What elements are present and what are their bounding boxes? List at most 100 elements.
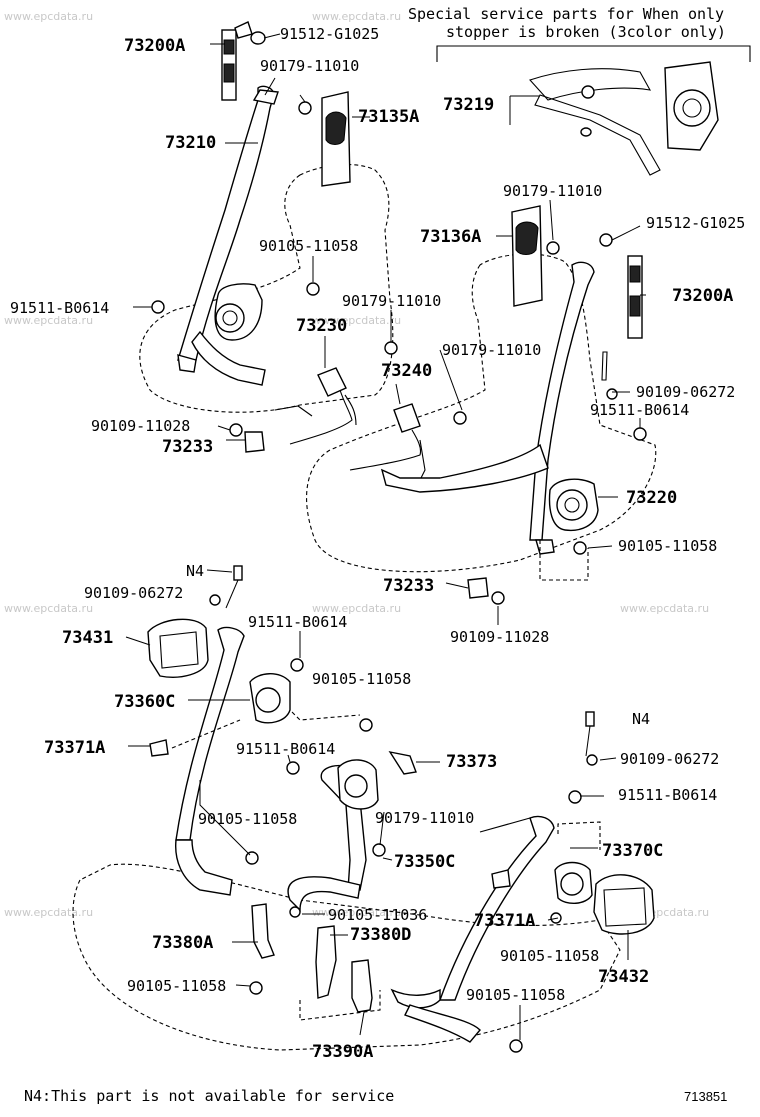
part-label: 73233: [162, 437, 213, 457]
buckle-73380D: [315, 925, 337, 999]
nut-icon: [298, 101, 312, 115]
bolt-icon: [209, 594, 221, 606]
part-label: 91511-B0614: [618, 786, 717, 804]
retractor-spool: [215, 303, 245, 333]
bolt-icon: [290, 658, 304, 672]
part-label: 90179-11010: [342, 292, 441, 310]
retractor-spool: [556, 489, 588, 521]
buckle-cable-3: [349, 429, 422, 471]
n4-lead: [225, 579, 239, 609]
part-label: 90109-06272: [620, 750, 719, 768]
note-bracket: [436, 45, 751, 62]
cover-opening: [325, 111, 347, 145]
d-ring: [252, 89, 279, 105]
retractor-spool: [560, 872, 584, 896]
bolt-icon: [229, 423, 243, 437]
lower-belt-strap: [191, 330, 266, 386]
retractor-spool-center: [564, 497, 580, 513]
leader-lines: [125, 33, 646, 1040]
part-label: 73233: [383, 576, 434, 596]
part-labels: 73200A 91512-G1025 90179-11010 73135A 73…: [10, 25, 745, 1062]
front-left-seat-outline: [139, 164, 394, 413]
part-label: 73380D: [350, 925, 411, 945]
bolt-icon: [568, 790, 582, 804]
anchor-plate: [535, 539, 555, 555]
part-label: 90105-11058: [500, 947, 599, 965]
center-lap-belt: [287, 876, 361, 912]
header-note-line2: stopper is broken (3color only): [446, 23, 726, 41]
bolt-icon: [491, 591, 505, 605]
anchor-plate: [177, 354, 197, 373]
retractor-spool: [255, 687, 281, 713]
retractor-spool-center: [222, 310, 238, 326]
watermark: www.epcdata.ru: [4, 906, 93, 919]
watermark: www.epcdata.ru: [312, 10, 401, 23]
retractor-spool: [344, 774, 368, 798]
part-label: 73135A: [358, 107, 419, 127]
part-label: 73240: [381, 361, 432, 381]
part-label: 91512-G1025: [280, 25, 379, 43]
part-label: 91511-B0614: [590, 401, 689, 419]
part-label: 73200A: [672, 286, 733, 306]
rear-right-lap-belt: [390, 988, 441, 1009]
part-label: 73350C: [394, 852, 455, 872]
bolt-icon: [606, 388, 618, 400]
cover-73233-a: [244, 431, 265, 453]
adjuster-slot: [629, 295, 641, 317]
adjuster-slot: [629, 265, 641, 283]
cover-73233-b: [467, 577, 489, 599]
bolt-icon: [633, 427, 647, 441]
part-label: 73371A: [44, 738, 105, 758]
part-label: N4: [186, 562, 204, 580]
anchor-73371A-right: [491, 869, 511, 889]
bolt-icon: [249, 981, 263, 995]
watermark: www.epcdata.ru: [4, 10, 93, 23]
part-label: N4: [632, 710, 650, 728]
adjuster-slot: [223, 39, 235, 55]
bolt-icon: [151, 300, 165, 314]
watermark: www.epcdata.ru: [312, 906, 401, 919]
retractor-cover-face: [603, 887, 647, 927]
retractor-spool-center: [682, 98, 702, 118]
rear-left-lower-belt: [175, 839, 233, 896]
part-label: 73373: [446, 752, 497, 772]
guide-dashed: [291, 711, 361, 721]
retractor-cover-face: [159, 631, 199, 669]
part-label: 90105-11058: [312, 670, 411, 688]
buckle-cable-2: [344, 394, 357, 426]
footer-note: N4:This part is not available for servic…: [24, 1087, 394, 1105]
front-left-seat-belt-webbing: [177, 85, 275, 361]
part-label: 90179-11010: [503, 182, 602, 200]
part-label: 91511-B0614: [10, 299, 109, 317]
watermark: www.epcdata.ru: [4, 602, 93, 615]
nut-icon: [372, 843, 386, 857]
buckle-cable: [289, 389, 353, 445]
part-label: 91511-B0614: [248, 613, 347, 631]
part-label: 73360C: [114, 692, 175, 712]
part-label: 90105-11058: [259, 237, 358, 255]
front-right-seat-belt-webbing: [529, 261, 595, 541]
n4-cap-icon: [585, 711, 595, 727]
watermark: www.epcdata.ru: [312, 602, 401, 615]
bolt-icon: [509, 1039, 523, 1053]
part-label: 90109-06272: [636, 383, 735, 401]
washer-icon: [580, 127, 592, 137]
nut-icon: [546, 241, 560, 255]
bolt-icon: [250, 31, 266, 45]
rear-right-lap-belt-2: [404, 1004, 481, 1043]
pin-icon: [601, 351, 608, 381]
buckle-73390A: [351, 959, 373, 1013]
nut-icon: [453, 411, 467, 425]
special-service-note: Special service parts for When only stop…: [408, 5, 751, 62]
part-label: 90179-11010: [375, 809, 474, 827]
bolt-icon: [581, 85, 595, 99]
rear-right-belt-webbing: [439, 815, 555, 1001]
part-label: 73136A: [420, 227, 481, 247]
part-label: 90109-11028: [91, 417, 190, 435]
bolt-icon: [286, 761, 300, 775]
part-label: 90109-06272: [84, 584, 183, 602]
part-label: 90105-11036: [328, 906, 427, 924]
part-label: 73390A: [312, 1042, 373, 1062]
